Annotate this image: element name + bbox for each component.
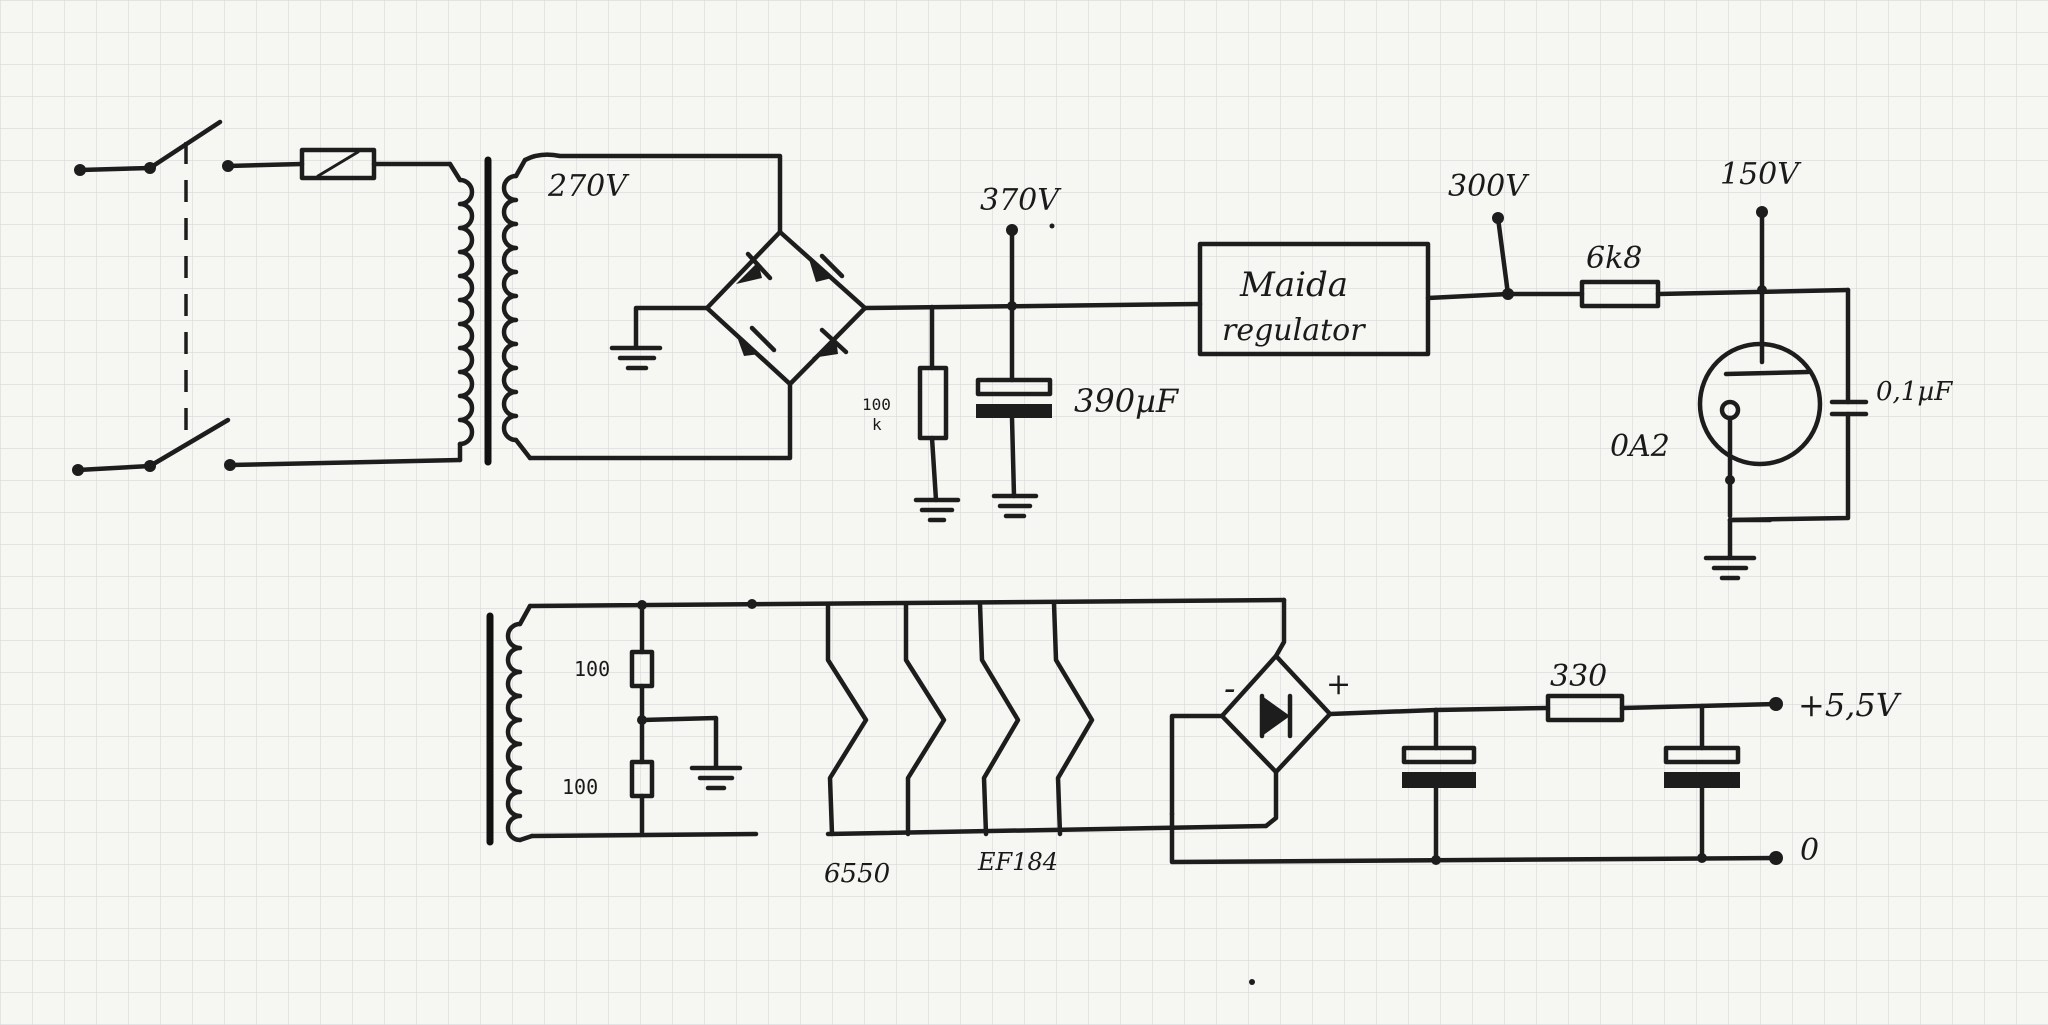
bridge-rectifier: [704, 229, 868, 387]
secondary-winding: [501, 152, 793, 461]
dc-output-label: +5,5V: [1798, 686, 1902, 724]
filter-voltage-label: 370V: [980, 183, 1062, 218]
oa2-tube: [1697, 206, 1823, 581]
secondary-voltage-label: 270V: [547, 169, 630, 204]
filter-capacitor: [975, 224, 1053, 519]
regulated-voltage-label: 300V: [1448, 169, 1530, 204]
tube-heaters: [825, 600, 1269, 837]
dc-resistor-label: 330: [1550, 659, 1607, 694]
regulator-type-label: regulator: [1222, 313, 1366, 348]
heater-bridge-rectifier: [1169, 597, 1333, 829]
bleeder-value-label: 100: [862, 395, 891, 414]
dc-output-filter: [1169, 693, 1783, 865]
bypass-capacitor-label: 0,1µF: [1876, 377, 1953, 407]
dc-zero-label: 0: [1800, 833, 1819, 868]
bridge-plus-label: +: [1326, 667, 1351, 702]
tube-type-label: 0A2: [1610, 429, 1670, 464]
primary-winding: [227, 161, 475, 468]
stray-mark: [1249, 979, 1255, 985]
bypass-capacitor: [1727, 287, 1869, 523]
regulator-name-label: Maida: [1239, 265, 1348, 305]
mains-fuse: [225, 147, 453, 181]
ground-bridge: [609, 305, 710, 371]
reference-voltage-label: 150V: [1720, 157, 1802, 192]
heater-center-tap: [629, 602, 743, 835]
dropping-resistor-label: 6k8: [1586, 241, 1642, 276]
stray-mark: [1049, 223, 1055, 229]
bleeder-resistor: [913, 304, 961, 523]
bridge-minus-label: -: [1224, 669, 1236, 709]
center-tap-lower-label: 100: [562, 775, 598, 799]
power-tube-label: 6550: [824, 859, 890, 889]
hv-rail: [862, 301, 1203, 311]
regulated-rail: [1425, 212, 1585, 301]
bleeder-unit-label: k: [872, 415, 882, 434]
filter-capacitor-label: 390µF: [1074, 382, 1180, 420]
small-tube-label: EF184: [977, 848, 1058, 876]
dropping-resistor: [1579, 279, 1851, 309]
mains-switch: [72, 119, 236, 476]
center-tap-upper-label: 100: [574, 657, 610, 681]
